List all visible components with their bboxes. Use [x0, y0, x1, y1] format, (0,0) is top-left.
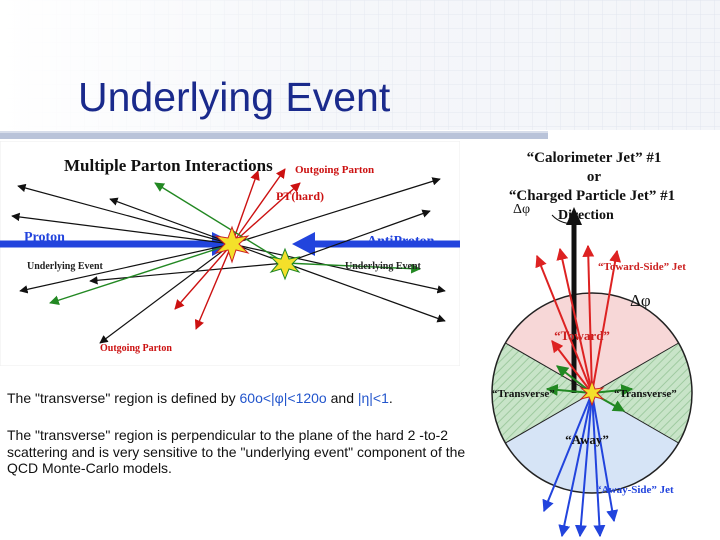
transverse-definition: The "transverse" region is defined by 60…	[7, 390, 479, 407]
toward-label: “Toward”	[554, 328, 610, 343]
p1-text: The "transverse" region is defined by	[7, 390, 240, 406]
title-underline	[0, 131, 548, 139]
multiple-parton-diagram: Multiple Parton Interactions Outgoing Pa…	[0, 141, 460, 366]
dphi-large-label: Δφ	[630, 291, 651, 310]
mpi-heading: Multiple Parton Interactions	[64, 156, 273, 175]
jet-label-line2: or	[587, 169, 602, 185]
outgoing-parton-top-label: Outgoing Parton	[295, 164, 374, 176]
away-side-jet-label: “Away-Side” Jet	[596, 484, 674, 496]
soft-collision-star	[269, 247, 301, 281]
eta-range: |η|<1	[357, 390, 389, 406]
jet-label-line3: “Charged Particle Jet” #1	[509, 188, 675, 204]
slide-title: Underlying Event	[78, 74, 391, 120]
p1-and: and	[326, 390, 358, 406]
transverse-region-diagram: “Calorimeter Jet” #1 or “Charged Particl…	[491, 150, 693, 538]
toward-side-jet-label: “Toward-Side” Jet	[598, 261, 686, 273]
transverse-right-label: “Transverse”	[614, 388, 677, 400]
collision-star	[579, 379, 605, 407]
jet-label-line1: “Calorimeter Jet” #1	[527, 150, 662, 166]
antiproton-label: AntiProton	[367, 234, 435, 249]
hard-collision-star	[214, 225, 250, 264]
proton-label: Proton	[24, 230, 65, 245]
underlying-event-left-label: Underlying Event	[27, 261, 104, 272]
phi-range: 60o<|φ|<120o	[239, 390, 327, 406]
header-decoration	[0, 0, 720, 130]
transverse-left-label: “Transverse”	[492, 388, 555, 400]
transverse-explanation: The "transverse" region is perpendicular…	[7, 427, 466, 476]
outgoing-parton-bottom-label: Outgoing Parton	[100, 343, 172, 354]
underlying-event-right-label: Underlying Event	[345, 261, 422, 272]
toward-region	[505, 293, 679, 393]
p1-end: .	[388, 390, 393, 406]
away-region	[505, 393, 679, 493]
dphi-small-label: Δφ	[513, 202, 530, 217]
away-label: “Away”	[565, 432, 609, 447]
pt-hard-label: PT(hard)	[276, 189, 324, 203]
direction-label: Direction	[558, 208, 614, 223]
